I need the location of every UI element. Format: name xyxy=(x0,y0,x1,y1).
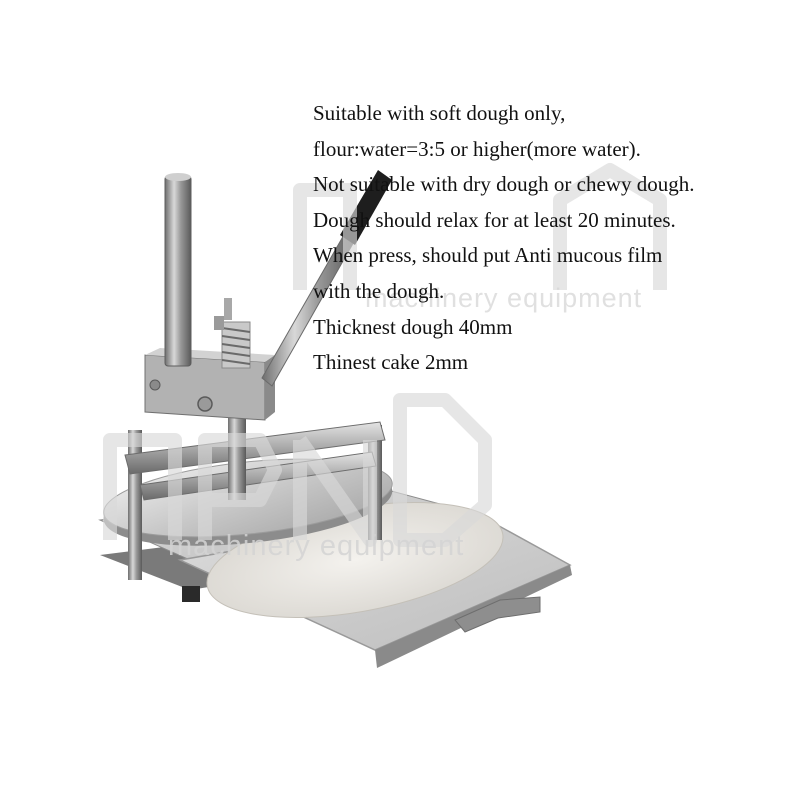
watermark-text-top: machinery equipment xyxy=(365,283,643,313)
housing-screw xyxy=(149,379,161,391)
machine-foot xyxy=(182,586,200,602)
note-line: Not suitable with dry dough or chewy dou… xyxy=(313,172,695,197)
tray-handle xyxy=(454,596,541,633)
spring-bracket xyxy=(214,316,224,330)
note-line: Dough should relax for at least 20 minut… xyxy=(313,207,676,232)
watermark-letter-shape xyxy=(198,433,282,540)
note-line: Thicknest dough 40mm xyxy=(313,314,513,339)
press-shaft xyxy=(228,400,246,500)
housing-bolt xyxy=(197,396,213,412)
note-line: flour:water=3:5 or higher(more water). xyxy=(313,136,641,161)
spring xyxy=(221,321,251,369)
note-line: Thinest cake 2mm xyxy=(313,350,469,375)
note-line: with the dough. xyxy=(313,278,445,303)
watermark-letter-shape xyxy=(553,163,667,290)
column-cap xyxy=(165,173,191,181)
watermark-letter-shape xyxy=(293,183,357,290)
note-line: Suitable with soft dough only, xyxy=(313,101,566,125)
crossbar xyxy=(124,421,386,475)
watermark-text-bottom: machinery equipment xyxy=(168,530,465,562)
latch-pin xyxy=(224,298,232,320)
watermark-letter-shape xyxy=(293,435,377,547)
watermark-letter-shape xyxy=(103,433,182,540)
note-line: When press, should put Anti mucous film xyxy=(313,243,663,268)
product-notes-list: Suitable with soft dough only, flour:wat… xyxy=(313,96,793,381)
watermark-letter-shape xyxy=(393,393,492,547)
